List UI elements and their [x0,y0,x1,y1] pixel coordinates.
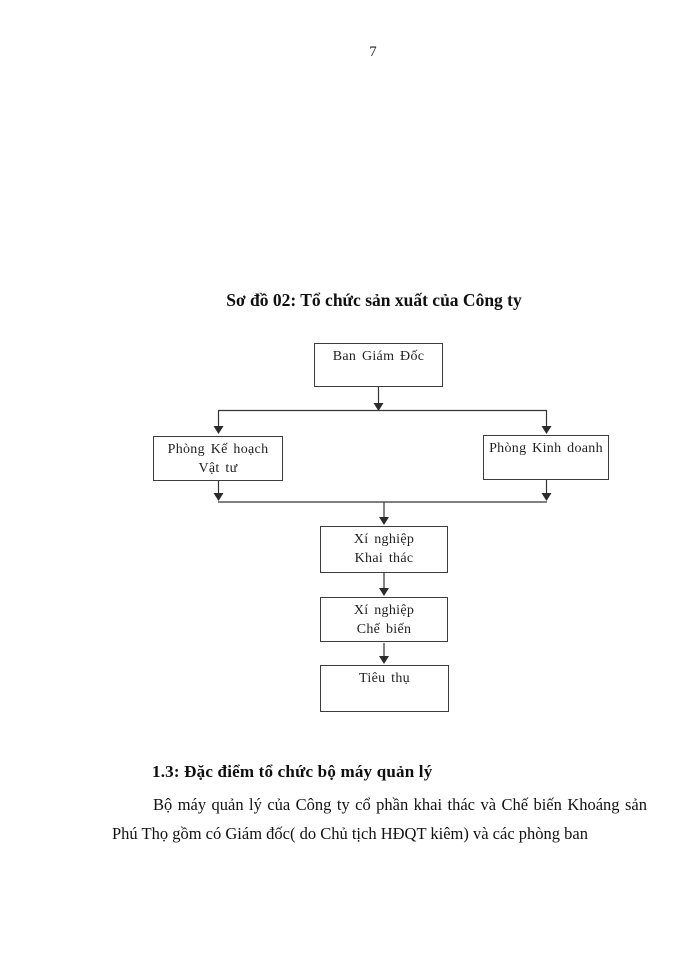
node-xi-nghiep-che-bien: Xí nghiệp Chế biến [320,597,448,642]
node-xi-nghiep-khai-thac: Xí nghiệp Khai thác [320,526,448,573]
page-number: 7 [369,44,377,60]
paragraph-line: Phú Thọ gồm có Giám đốc( do Chủ tịch HĐQ… [112,824,588,843]
node-phong-ke-hoach-vat-tu: Phòng Kế hoạch Vật tư [153,436,283,481]
arrowhead-down-icon [379,517,389,525]
arrowhead-down-icon [373,403,384,411]
arrowhead-down-icon [541,493,552,501]
section-heading: 1.3: Đặc điểm tổ chức bộ máy quản lý [152,762,433,781]
arrowhead-down-icon [379,588,389,596]
node-phong-kinh-doanh: Phòng Kinh doanh [483,435,609,480]
arrowhead-down-icon [379,656,389,664]
arrowhead-down-icon [213,426,224,434]
arrowhead-down-icon [213,493,224,501]
arrowhead-down-icon [541,426,552,434]
node-tieu-thu: Tiêu thụ [320,665,449,712]
diagram-title: Sơ đồ 02: Tổ chức sản xuất của Công ty [226,290,522,310]
node-ban-giam-doc: Ban Giám Đốc [314,343,443,387]
paragraph-line: Bộ máy quản lý của Công ty cổ phần khai … [153,795,647,814]
